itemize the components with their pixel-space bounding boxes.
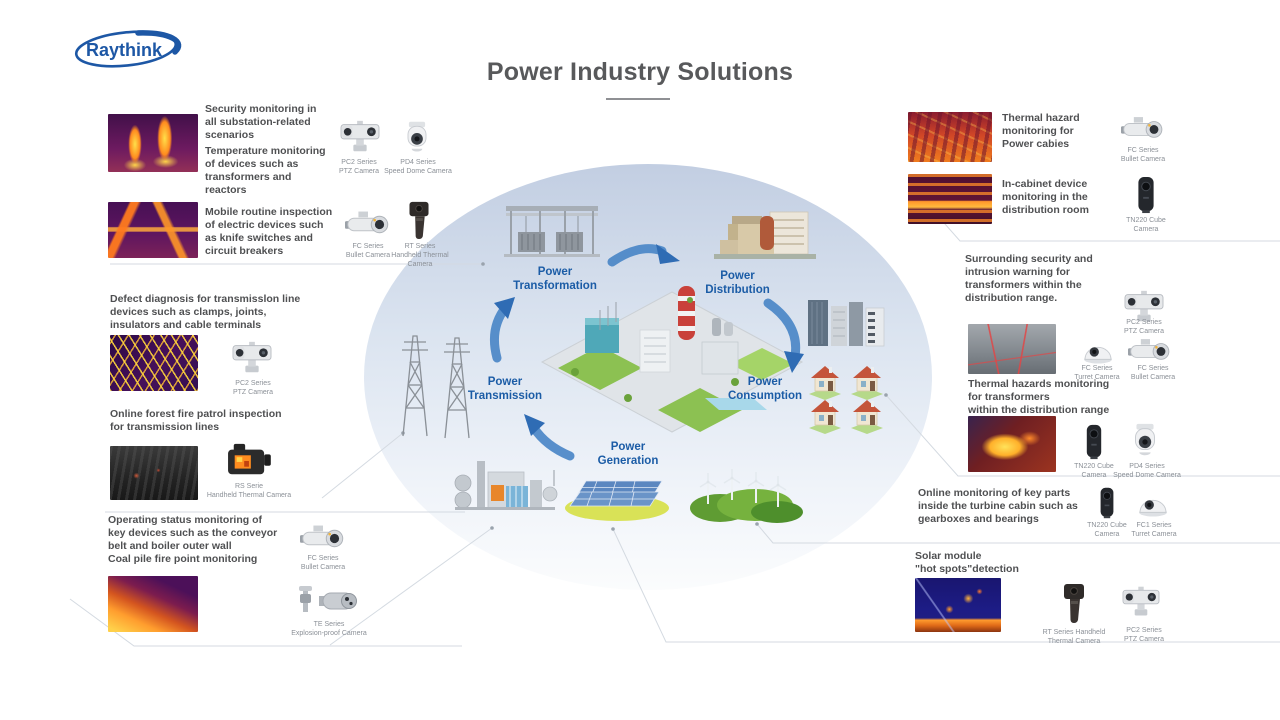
transmission-towers-illustration	[402, 335, 470, 439]
panel-defect-diagnosis: Defect diagnosis for transmisslon line d…	[108, 293, 448, 397]
camera-label: TN220 Cube Camera	[1087, 522, 1127, 539]
panel-text: Online monitoring of key parts inside th…	[918, 487, 1078, 526]
camera-label: FC Series Bullet Camera	[300, 555, 346, 572]
thermal-image-forest	[110, 446, 198, 500]
stage-label-consumption: Power Consumption	[727, 376, 803, 402]
panel-text: Temperature monitoring of devices such a…	[205, 145, 326, 197]
page-title: Power Industry Solutions	[486, 58, 794, 86]
camera-label: FC Series Bullet Camera	[1120, 147, 1166, 164]
stage-label-transformation: Power Transformation	[513, 266, 597, 292]
camera-label: FC Series Bullet Camera	[1130, 365, 1176, 382]
ptz-camera-icon	[228, 339, 276, 377]
explosion-proof-camera-icon	[297, 584, 361, 618]
handheld-thermal-camera-icon	[224, 442, 272, 480]
stage-label-transmission: Power Transmission	[467, 376, 543, 402]
thermal-image-cables	[908, 112, 992, 162]
camera-label: TN220 Cube Camera	[1074, 463, 1114, 480]
panel-power-cables: Thermal hazard monitoring for Power cabi…	[905, 108, 1177, 170]
thermal-image-cabinet	[908, 174, 992, 224]
panel-text: Operating status monitoring of key devic…	[108, 514, 278, 566]
thermal-image-coal-pile	[108, 576, 198, 632]
thermal-image-transformer	[968, 416, 1056, 472]
thermal-image-solar	[915, 578, 1001, 632]
thermal-image-intrusion	[968, 324, 1056, 374]
camera-label: FC Series Turret Camera	[1074, 365, 1120, 382]
bullet-camera-icon	[1121, 116, 1165, 142]
panel-mobile-inspection: Mobile routine inspection of electric de…	[105, 198, 450, 268]
handheld-thermal-camera-icon	[1061, 582, 1087, 624]
speed-dome-camera-icon	[1129, 422, 1161, 460]
camera-label: PD4 Series Speed Dome Camera	[1113, 463, 1181, 480]
ptz-camera-icon	[1115, 584, 1167, 620]
bullet-camera-icon	[345, 210, 391, 238]
thermal-plant-illustration	[454, 461, 558, 510]
panel-text: Solar module "hot spots"detection	[915, 550, 1019, 576]
panel-solar-hot-spots: Solar module "hot spots"detection RT Ser…	[912, 548, 1184, 645]
handheld-thermal-camera-icon	[406, 200, 432, 240]
camera-label: TE Series Explosion-proof Camera	[291, 621, 367, 638]
thermal-image-substation	[108, 114, 198, 172]
raythink-logo-text: Raythink	[86, 40, 163, 60]
stage-label-generation: Power Generation	[597, 441, 659, 467]
camera-label: PC2 Series PTZ Camera	[232, 380, 274, 397]
connector-lines	[69, 206, 1280, 647]
solar-farm-illustration	[565, 480, 669, 521]
connector-dots	[401, 262, 888, 531]
panel-surrounding-security: Surrounding security and intrusion warni…	[940, 250, 1185, 381]
bullet-camera-icon	[1128, 338, 1172, 364]
panel-text: In-cabinet device monitoring in the dist…	[1002, 178, 1089, 217]
wind-farm-illustration	[690, 468, 803, 523]
panel-text: Surrounding security and intrusion warni…	[965, 253, 1093, 305]
camera-label: TN220 Cube Camera	[1126, 217, 1166, 234]
panel-forest-fire-patrol: Online forest fire patrol inspection for…	[108, 408, 448, 504]
camera-label: PC2 Series PTZ Camera	[1123, 627, 1165, 644]
panel-text: Online forest fire patrol inspection for…	[110, 408, 282, 434]
camera-label: FC Series Bullet Camera	[345, 243, 391, 260]
distribution-illustration	[714, 211, 816, 259]
camera-label: PC2 Series PTZ Camera	[1123, 319, 1165, 336]
panel-text: Security monitoring in all substation-re…	[205, 103, 317, 142]
raythink-logo-mark: Raythink	[74, 30, 182, 68]
panel-in-cabinet: In-cabinet device monitoring in the dist…	[905, 172, 1177, 238]
bullet-camera-icon	[300, 524, 346, 552]
cube-camera-icon	[1134, 176, 1158, 214]
panel-text: Thermal hazards monitoring for transform…	[968, 378, 1110, 417]
title-underline	[606, 98, 670, 100]
thermal-image-tower	[110, 335, 198, 391]
panel-operating-status: Operating status monitoring of key devic…	[105, 514, 485, 642]
turret-camera-icon	[1080, 338, 1116, 364]
camera-label: RS Serie Handheld Thermal Camera	[206, 483, 292, 500]
turret-camera-icon	[1134, 491, 1172, 517]
panel-text: Mobile routine inspection of electric de…	[205, 206, 333, 258]
panel-text: Thermal hazard monitoring for Power cabi…	[1002, 112, 1080, 151]
city-illustration	[540, 286, 804, 433]
ptz-camera-icon	[337, 118, 383, 156]
consumption-illustration	[808, 300, 885, 435]
camera-label: PC2 Series PTZ Camera	[338, 159, 380, 176]
panel-turbine-cabin: Online monitoring of key parts inside th…	[915, 485, 1183, 541]
thermal-image-knife-switch	[108, 202, 198, 258]
camera-label: PD4 Series Speed Dome Camera	[384, 159, 452, 176]
camera-label: RT Series Handheld Thermal Camera	[391, 243, 449, 269]
cycle-arrowheads	[494, 244, 804, 436]
panel-text: Defect diagnosis for transmisslon line d…	[110, 293, 301, 332]
speed-dome-camera-icon	[401, 120, 433, 156]
cube-camera-icon	[1083, 424, 1105, 460]
raythink-logo: Raythink	[72, 26, 188, 77]
transformation-illustration	[504, 206, 600, 257]
camera-label: RT Series Handheld Thermal Camera	[1042, 629, 1106, 646]
panel-thermal-hazards-transformers: Thermal hazards monitoring for transform…	[940, 376, 1185, 480]
stage-label-distribution: Power Distribution	[705, 270, 770, 296]
panel-substation-monitoring: Security monitoring in all substation-re…	[105, 100, 452, 197]
camera-label: FC1 Series Turret Camera	[1131, 522, 1177, 539]
cube-camera-icon	[1096, 487, 1118, 519]
